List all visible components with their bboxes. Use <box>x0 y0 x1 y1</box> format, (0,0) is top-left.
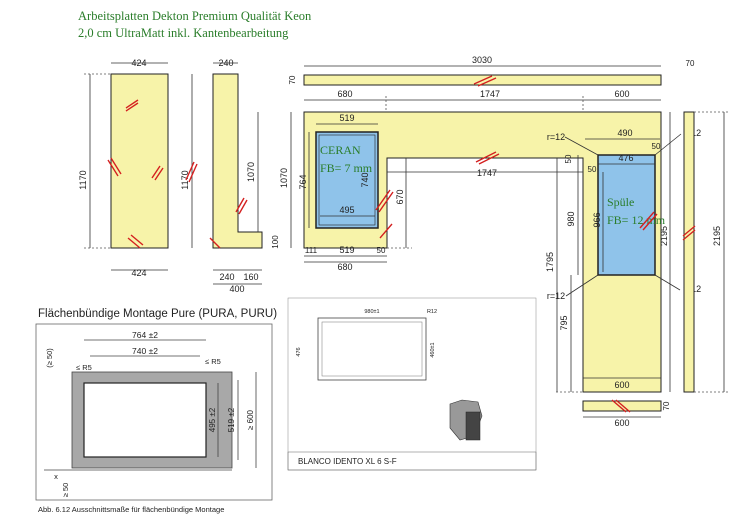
dim-400: 400 <box>229 284 244 294</box>
dim-1170-right: 1170 <box>180 170 190 189</box>
figure1-dim-50-top: (≥ 50) <box>45 348 54 368</box>
header-line-1: Arbeitsplatten Dekton Premium Qualität K… <box>78 9 312 23</box>
figure2-sink-outline <box>317 317 427 381</box>
dim-680-bottom: 680 <box>337 262 352 272</box>
ceran-label: CERAN <box>320 143 361 157</box>
dim-476: 476 <box>618 153 633 163</box>
figure1-title: Flächenbündige Montage Pure (PURA, PURU) <box>38 308 277 320</box>
dim-100: 100 <box>271 235 280 249</box>
dim-740: 740 <box>360 172 370 187</box>
figure1-dim-764: 764 ±2 <box>132 330 158 340</box>
dim-519-top: 519 <box>339 113 354 123</box>
dim-424-top: 424 <box>131 58 146 68</box>
r12-a: r=12 <box>547 132 565 142</box>
dim-600-mid: 600 <box>614 380 629 390</box>
dim-70-right: 70 <box>686 59 695 68</box>
dim-2195-a: 2195 <box>659 226 669 246</box>
dim-1170-left: 1170 <box>78 170 88 189</box>
dim-50-d: 50 <box>564 154 573 163</box>
figure2-r12: R12 <box>427 309 437 315</box>
dim-424-bottom: 424 <box>131 268 146 278</box>
figure1-r5-right: ≤ R5 <box>205 357 221 366</box>
ceran-cutout <box>315 131 379 229</box>
dim-50-bottom: 50 <box>377 246 386 255</box>
dim-70-left: 70 <box>288 75 297 84</box>
dim-670: 670 <box>395 189 405 204</box>
figure1-dim-600: ≥ 600 <box>246 409 255 430</box>
dim-495: 495 <box>339 205 354 215</box>
ceran-fb-label: FB= 7 mm <box>320 161 373 175</box>
dim-980: 980 <box>566 211 576 226</box>
header-line-2: 2,0 cm UltraMatt inkl. Kantenbearbeitung <box>78 26 289 40</box>
figure1-x: x <box>54 472 58 481</box>
dim-1070-a: 1070 <box>246 162 256 182</box>
figure1-frame <box>35 323 273 501</box>
dim-70-bottom: 70 <box>662 401 671 410</box>
dim-1795: 1795 <box>545 252 555 272</box>
dim-160: 160 <box>243 272 258 282</box>
dim-111: 111 <box>305 246 318 255</box>
dim-240-bottom: 240 <box>219 272 234 282</box>
dim-519-bottom: 519 <box>339 245 354 255</box>
dim-490: 490 <box>617 128 632 138</box>
figure1-dim-740: 740 ±2 <box>132 346 158 356</box>
sink-cutout <box>597 154 656 276</box>
figure1-cutout <box>83 382 207 458</box>
dim-600-bottom: 600 <box>614 418 629 428</box>
figure2-frame <box>287 297 537 471</box>
figure1-dim-50-bottom: ≥ 50 <box>61 483 70 498</box>
dim-795: 795 <box>559 315 569 330</box>
figure2-dim-980: 980±1 <box>364 309 379 315</box>
dim-1070-b: 1070 <box>279 168 289 188</box>
sink-fb-label: FB= 12 mm <box>607 213 666 227</box>
dim-50-c: 50 <box>652 142 661 151</box>
dim-600-top: 600 <box>614 89 629 99</box>
figure1-dim-495: 495 ±2 <box>208 407 217 432</box>
dim-3030: 3030 <box>472 55 492 65</box>
panel-left-1 <box>110 73 169 249</box>
figure1-caption: Abb. 6.12 Ausschnittsmaße für flächenbün… <box>38 505 224 514</box>
sink-label: Spüle <box>607 195 634 209</box>
dim-764: 764 <box>298 174 308 189</box>
panel-right-strip <box>683 111 695 393</box>
figure2-dim-476: 476 <box>296 347 302 356</box>
panel-left-2 <box>212 73 263 249</box>
dim-50-e: 50 <box>588 165 597 174</box>
dim-966: 966 <box>592 212 602 227</box>
dim-1747-top: 1747 <box>480 89 500 99</box>
r12-c: r=12 <box>547 291 565 301</box>
dim-240-top: 240 <box>218 58 233 68</box>
figure1-r5-left: ≤ R5 <box>76 363 92 372</box>
figure2-dim-460: 460±1 <box>430 342 436 357</box>
dim-680-top: 680 <box>337 89 352 99</box>
dim-2195-b: 2195 <box>712 226 722 246</box>
figure2-title: BLANCO IDENTO XL 6 S-F <box>298 457 397 466</box>
dim-1747-mid: 1747 <box>477 168 497 178</box>
figure1-dim-519: 519 ±2 <box>227 407 236 432</box>
